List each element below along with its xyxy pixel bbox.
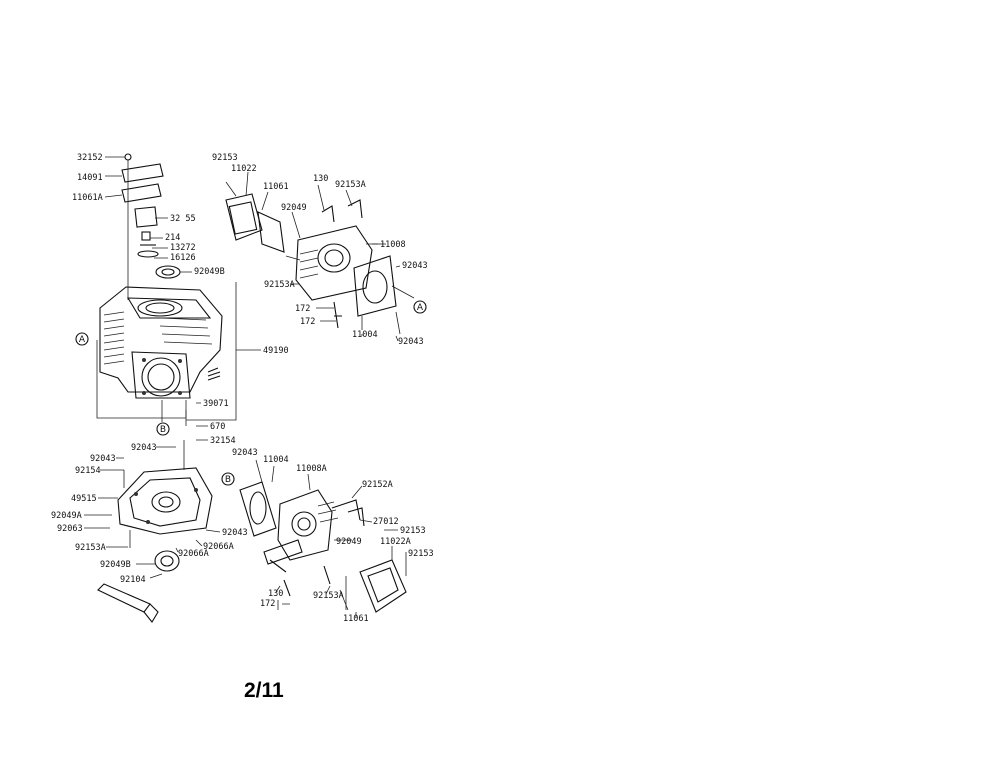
part-label: 130 <box>268 589 283 599</box>
part-label: 39071 <box>203 399 229 409</box>
part-label: 49515 <box>71 494 97 504</box>
callout-circle-b-bottom: B <box>221 472 235 486</box>
part-label: 92066A <box>178 549 209 559</box>
part-label: 92049B <box>100 560 131 570</box>
part-label: 172 <box>295 304 310 314</box>
part-label: 32 55 <box>170 214 196 224</box>
part-label: 92066A <box>203 542 234 552</box>
svg-text:B: B <box>160 425 166 435</box>
part-label: 11061 <box>263 182 289 192</box>
part-label: 11061A <box>72 193 103 203</box>
part-label: 11061 <box>343 614 369 624</box>
part-label: 49190 <box>263 346 289 356</box>
part-label: 11022 <box>231 164 257 174</box>
svg-text:A: A <box>79 335 86 345</box>
part-label: 92153A <box>75 543 106 553</box>
part-label: 670 <box>210 422 225 432</box>
part-label: 92153 <box>400 526 426 536</box>
part-label: 92154 <box>75 466 101 476</box>
part-label: 92043 <box>402 261 428 271</box>
part-label: 92049B <box>194 267 225 277</box>
part-label: 214 <box>165 233 180 243</box>
part-label: 16126 <box>170 253 196 263</box>
cylinder-block-drawing <box>96 153 237 426</box>
part-label: 27012 <box>373 517 399 527</box>
callout-circle-a-right: A <box>413 300 427 314</box>
part-label: 32154 <box>210 436 236 446</box>
part-label: 11022A <box>380 537 411 547</box>
part-label: 92153 <box>212 153 238 163</box>
part-label: 92153A <box>313 591 344 601</box>
part-label: 11004 <box>352 330 378 340</box>
part-label: 92104 <box>120 575 146 585</box>
part-label: 172 <box>300 317 315 327</box>
part-label: 92049 <box>336 537 362 547</box>
part-label: 14091 <box>77 173 103 183</box>
part-label: 172 <box>260 599 275 609</box>
part-label: 92043 <box>232 448 258 458</box>
cylinder-head-drawing <box>225 193 415 335</box>
part-label: 92153A <box>264 280 295 290</box>
callout-circle-b-top: B <box>156 422 170 436</box>
part-label: 92049A <box>51 511 82 521</box>
part-label: 92049 <box>281 203 307 213</box>
part-label: 92152A <box>362 480 393 490</box>
part-label: 13272 <box>170 243 196 253</box>
svg-text:A: A <box>417 303 424 313</box>
part-label: 11008A <box>296 464 327 474</box>
part-label: 92153 <box>408 549 434 559</box>
lower-cylinder-head-drawing <box>239 481 407 613</box>
svg-text:B: B <box>225 475 231 485</box>
part-label: 92043 <box>131 443 157 453</box>
part-label: 32152 <box>77 153 103 163</box>
part-label: 92043 <box>398 337 424 347</box>
part-label: 92063 <box>57 524 83 534</box>
crankcase-cover-drawing <box>97 440 213 623</box>
part-label: 92043 <box>90 454 116 464</box>
part-label: 11004 <box>263 455 289 465</box>
part-label: 92043 <box>222 528 248 538</box>
part-label: 130 <box>313 174 328 184</box>
callout-circle-a-top: A <box>75 332 89 346</box>
page-number: 2/11 <box>244 679 284 702</box>
part-label: 92153A <box>335 180 366 190</box>
part-label: 11008 <box>380 240 406 250</box>
